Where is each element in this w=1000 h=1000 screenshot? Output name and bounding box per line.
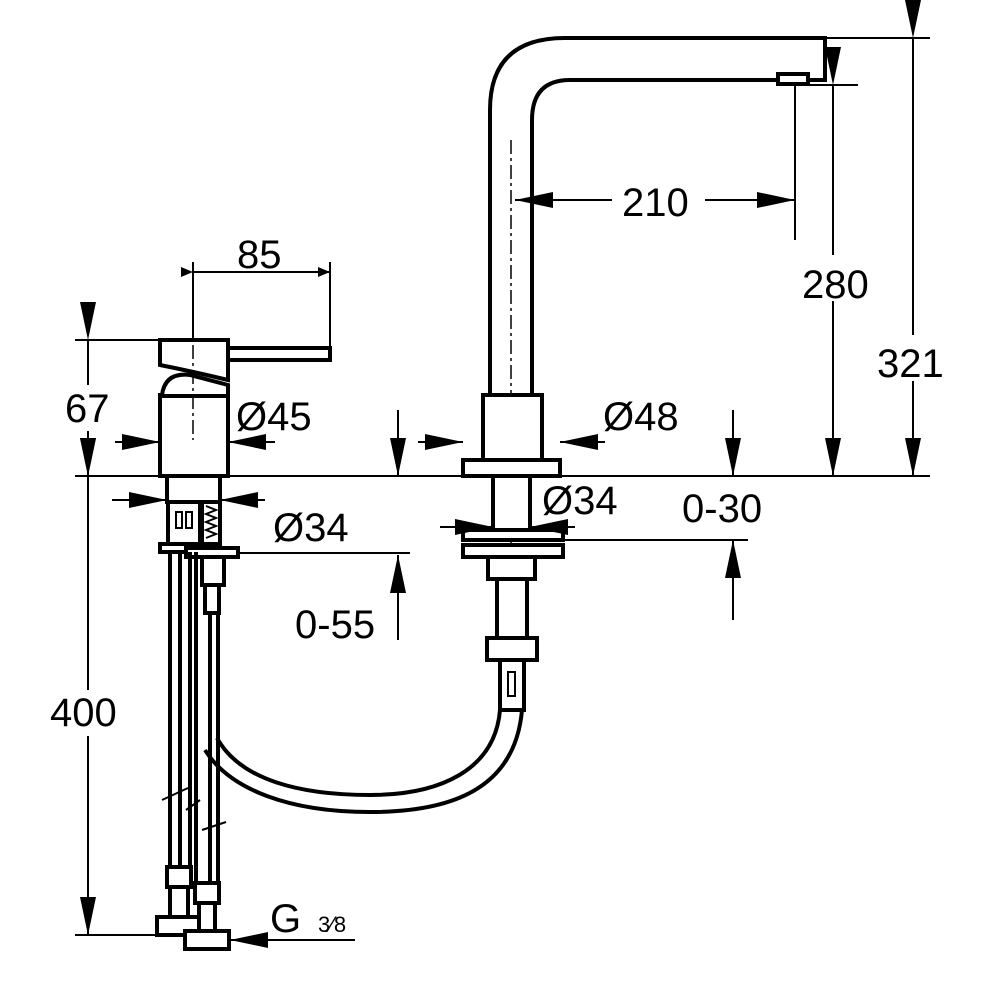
dimension-lines — [75, 0, 930, 948]
mixer-body — [155, 320, 332, 951]
dim-spout-base-diameter: Ø48 — [603, 395, 679, 439]
connecting-hose — [203, 709, 524, 815]
dim-spout-outlet-height: 280 — [802, 263, 869, 307]
dim-lever-height: 67 — [65, 387, 110, 431]
dim-mixer-body-diameter: Ø45 — [236, 395, 312, 439]
spout — [461, 36, 827, 712]
dim-spout-total-height: 321 — [877, 342, 944, 386]
dim-spout-shank-diameter: Ø34 — [542, 479, 618, 523]
dim-mixer-mount-thickness: 0-55 — [295, 603, 375, 647]
dim-lever-reach: 85 — [237, 233, 282, 277]
dim-hose-length: 400 — [50, 691, 117, 735]
dim-spout-reach: 210 — [622, 181, 689, 225]
dim-connection-thread-size: 3⁄8 — [318, 912, 346, 937]
dim-mixer-shank-diameter: Ø34 — [273, 506, 349, 550]
dim-spout-mount-thickness: 0-30 — [682, 487, 762, 531]
dim-connection-thread: G — [270, 897, 301, 941]
